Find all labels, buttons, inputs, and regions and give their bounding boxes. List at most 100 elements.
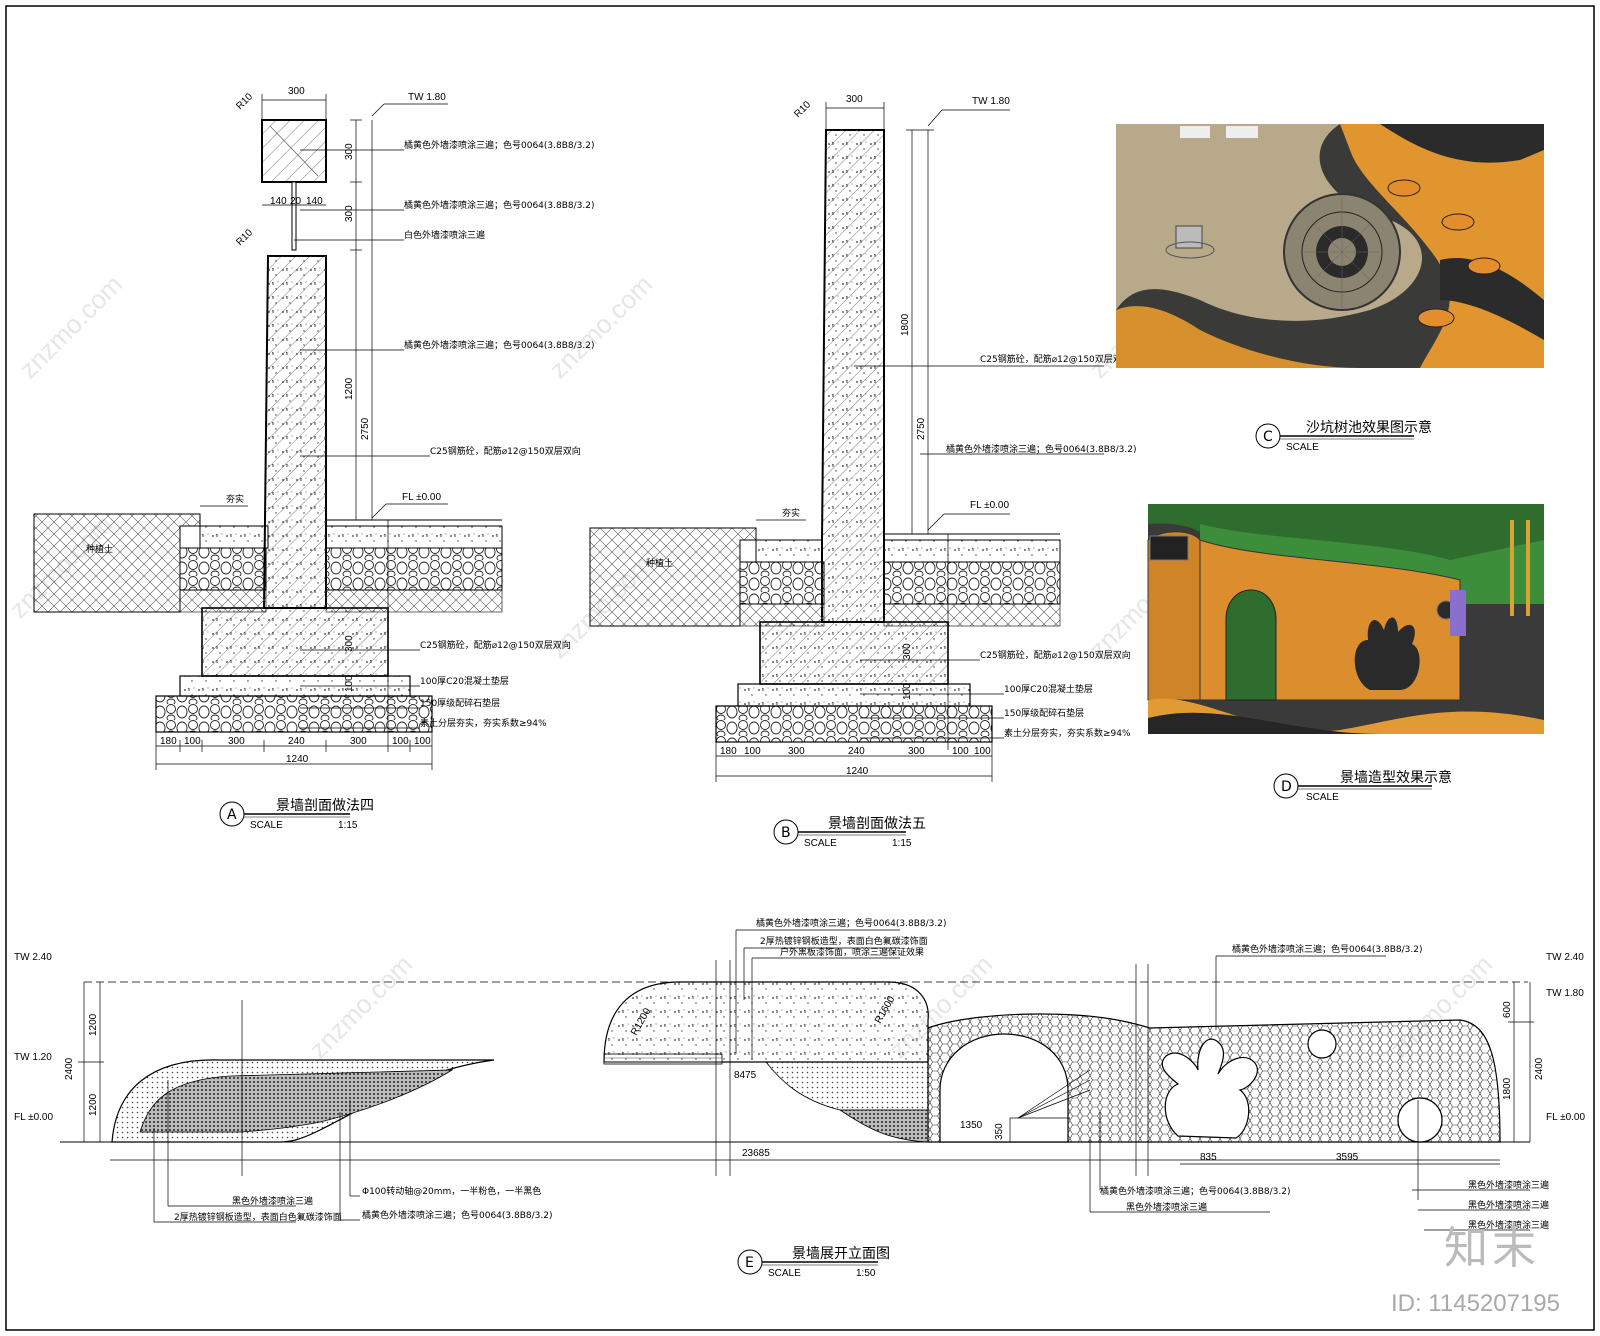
soil-label: 种植土 (646, 557, 673, 569)
dim-foot: 100 (344, 675, 355, 692)
dim-total: 1240 (846, 766, 869, 777)
dim-height: 1200 (88, 1013, 99, 1036)
scale-label: SCALE (250, 820, 283, 831)
dim-height: 2750 (916, 417, 927, 440)
note: 素土分层夯实，夯实系数≥94% (420, 717, 547, 729)
section-title: 景墙造型效果示意 (1340, 769, 1452, 786)
note: 黑色外墙漆喷涂三遍 (1126, 1201, 1207, 1213)
dim-height: 300 (344, 205, 355, 222)
level-fl: FL ±0.00 (970, 500, 1009, 511)
dim-base: 100 (974, 746, 991, 757)
dim-total: 1240 (286, 754, 309, 765)
dim-height: 1200 (344, 377, 355, 400)
watermark-text: znzmo.com (543, 269, 658, 384)
dim-height: 300 (344, 143, 355, 160)
watermark-text: znzmo.com (303, 949, 418, 1064)
scale-value: 1:15 (338, 820, 358, 831)
level-tw: TW 1.80 (972, 96, 1010, 107)
dim-base: 100 (744, 746, 761, 757)
section-label: A (227, 807, 237, 823)
dim-label: 8475 (734, 1070, 757, 1081)
sheet-border (5, 5, 1595, 1331)
note: 户外黑板漆饰面，喷涂三遍保证效果 (780, 946, 924, 958)
dim-base: 300 (788, 746, 805, 757)
brand-logo: 知末 (1444, 1223, 1540, 1274)
render-d-wall (1147, 504, 1544, 734)
note: 150厚级配碎石垫层 (420, 697, 500, 709)
level-tw: TW 1.80 (408, 92, 446, 103)
scale-label: SCALE (804, 838, 837, 849)
note: 黑色外墙漆喷涂三遍 (1468, 1199, 1549, 1211)
note: C25钢筋砼，配筋⌀12@150双层双向 (980, 649, 1131, 661)
note: 白色外墙漆喷涂三遍 (404, 229, 485, 241)
dim-base: 100 (184, 736, 201, 747)
note: 2厚热镀锌钢板造型，表面白色氟碳漆饰面 (174, 1211, 342, 1223)
note: 橘黄色外墙漆喷涂三遍；色号0064(3.8B8/3.2) (404, 199, 595, 211)
dim-width-top: 300 (846, 94, 863, 105)
section-title: 景墙剖面做法四 (276, 798, 374, 814)
soil-label: 种植土 (86, 543, 113, 555)
note: 橘黄色外墙漆喷涂三遍；色号0064(3.8B8/3.2) (362, 1209, 553, 1221)
render-d-caption: D 景墙造型效果示意 SCALE (1273, 769, 1452, 803)
dim-height: 1800 (1502, 1077, 1513, 1100)
note: 100厚C20混凝土垫层 (420, 675, 509, 687)
dim-base: 240 (848, 746, 865, 757)
render-c-sandpit (1116, 124, 1544, 368)
note: 黑色外墙漆喷涂三遍 (1468, 1179, 1549, 1191)
dim-label: 23685 (742, 1148, 770, 1159)
scale-value: 1:50 (856, 1268, 876, 1279)
dim-base: 300 (350, 736, 367, 747)
dim-label: 350 (994, 1123, 1005, 1140)
note: Φ100转动轴@20mm，一半粉色，一半黑色 (362, 1185, 541, 1197)
dim-base: 180 (160, 736, 177, 747)
note: 150厚级配碎石垫层 (1004, 707, 1084, 719)
section-title: 景墙剖面做法五 (828, 816, 926, 832)
note: 橘黄色外墙漆喷涂三遍；色号0064(3.8B8/3.2) (1100, 1185, 1291, 1197)
dim-split: 140 (270, 196, 287, 207)
note: 2厚热镀锌钢板造型，表面白色氟碳漆饰面 (760, 935, 928, 947)
section-label: E (745, 1255, 754, 1271)
dim-height: 1200 (88, 1093, 99, 1116)
level-label: TW 2.40 (14, 952, 52, 963)
compact-label: 夯实 (226, 493, 244, 505)
dim-label: 1350 (960, 1120, 983, 1131)
note: 100厚C20混凝土垫层 (1004, 683, 1093, 695)
section-title: 景墙展开立面图 (792, 1246, 890, 1262)
level-label: TW 1.80 (1546, 988, 1584, 999)
note: C25钢筋砼，配筋⌀12@150双层双向 (430, 445, 581, 457)
level-label: FL ±0.00 (14, 1112, 53, 1123)
dim-foot: 300 (902, 643, 913, 660)
note: 橘黄色外墙漆喷涂三遍；色号0064(3.8B8/3.2) (946, 443, 1137, 455)
section-a: 300 R10 R10 140 20 140 300 300 1200 2750… (33, 86, 595, 831)
dim-split: 20 (290, 196, 302, 207)
section-label: C (1263, 429, 1273, 445)
dim-label: 3595 (1336, 1152, 1359, 1163)
dim-height: 2400 (64, 1057, 75, 1080)
note: 橘黄色外墙漆喷涂三遍；色号0064(3.8B8/3.2) (404, 139, 595, 151)
watermark-text: znzmo.com (13, 269, 128, 384)
note: C25钢筋砼，配筋⌀12@150双层双向 (420, 639, 571, 651)
level-label: TW 2.40 (1546, 952, 1584, 963)
radius-label: R10 (792, 99, 813, 120)
dim-width-top: 300 (288, 86, 305, 97)
scale-value: 1:15 (892, 838, 912, 849)
scale-label: SCALE (768, 1268, 801, 1279)
section-label: B (781, 825, 791, 841)
level-fl: FL ±0.00 (402, 492, 441, 503)
note: 橘黄色外墙漆喷涂三遍；色号0064(3.8B8/3.2) (756, 917, 947, 929)
compact-label: 夯实 (782, 507, 800, 519)
radius-label: R10 (234, 91, 255, 112)
dim-height: 1800 (900, 313, 911, 336)
dim-base: 300 (908, 746, 925, 757)
dim-foot: 100 (902, 683, 913, 700)
note: 黑色外墙漆喷涂三遍 (1468, 1219, 1549, 1231)
note: 橘黄色外墙漆喷涂三遍；色号0064(3.8B8/3.2) (1232, 943, 1423, 955)
note: 黑色外墙漆喷涂三遍 (232, 1195, 313, 1207)
dim-height: 2750 (360, 417, 371, 440)
dim-base: 180 (720, 746, 737, 757)
elevation-e: TW 2.40 TW 1.20 FL ±0.00 TW 2.40 TW 1.80… (14, 917, 1585, 1279)
level-label: FL ±0.00 (1546, 1112, 1585, 1123)
scale-label: SCALE (1286, 442, 1319, 453)
note: C25钢筋砼，配筋⌀12@150双层双向 (980, 353, 1131, 365)
dim-height: 2400 (1534, 1057, 1545, 1080)
